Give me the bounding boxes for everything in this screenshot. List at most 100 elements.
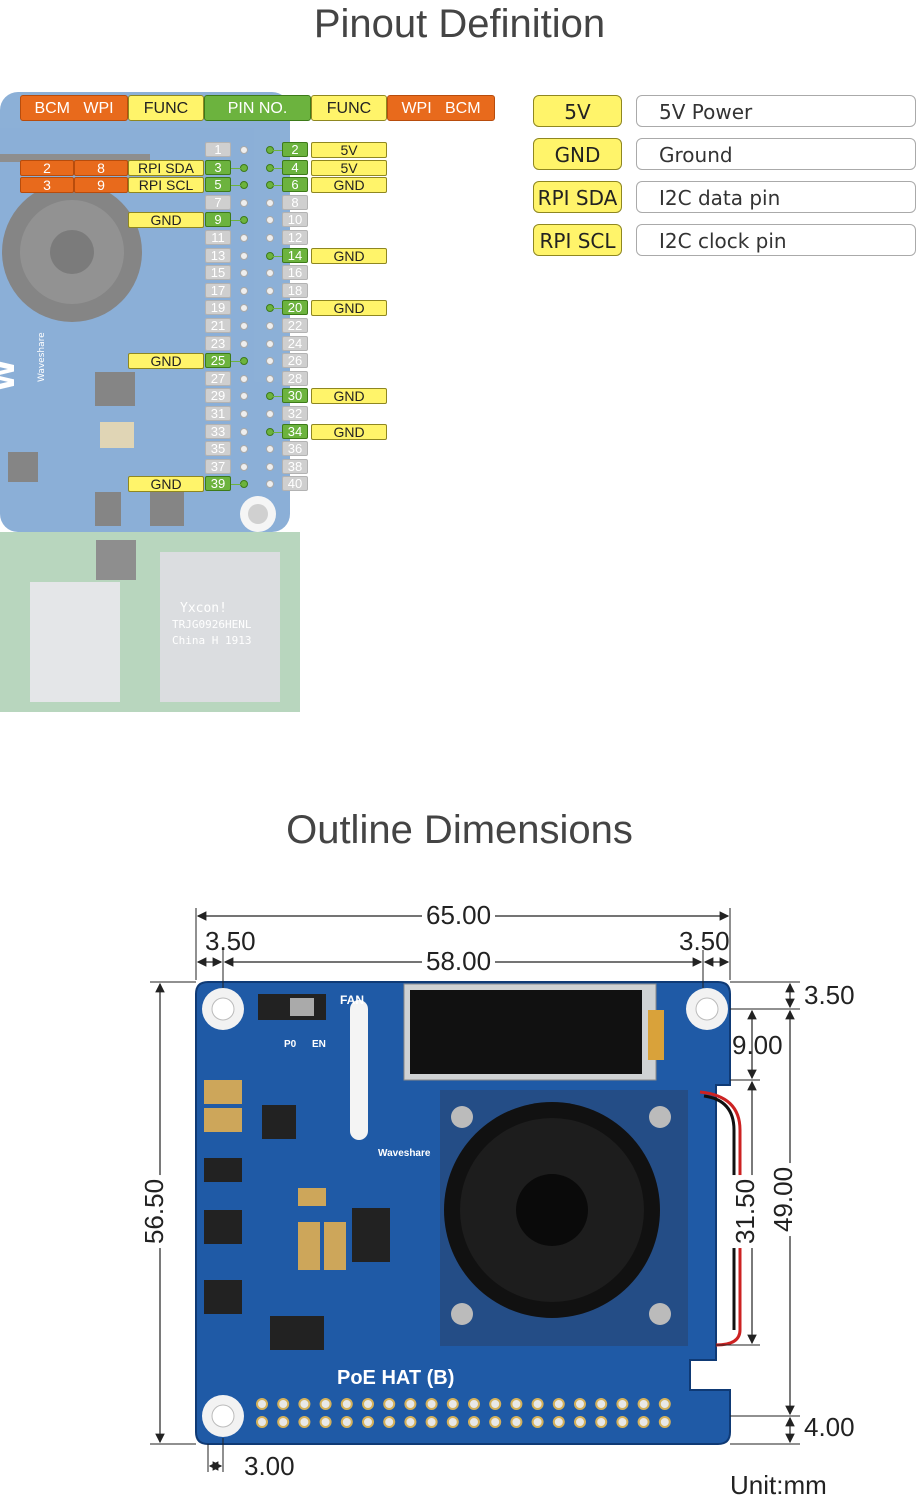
pin-35: 35 [205,441,231,456]
header-right-bcm: BCM [445,100,481,117]
func-pin-14: GND [311,248,387,264]
legend-key-sda: RPI SDA [533,181,622,213]
pin-17-pad [240,287,248,295]
pin-29: 29 [205,388,231,403]
func-pin-9: GND [128,212,204,228]
func-pin-4: 5V [311,160,387,176]
pin-29-pad [240,392,248,400]
pin-30: 30 [282,388,308,403]
board-name: PoE HAT (B) [337,1367,454,1389]
header-hole [319,1398,332,1410]
svg-text:W: W [0,359,22,392]
pin-16-pad [266,269,274,277]
pin-8-pad [266,199,274,207]
header-hole [658,1398,671,1410]
pin-12-pad [266,234,274,242]
silk-fan: FAN [340,993,364,1007]
outline-title: Outline Dimensions [286,808,633,852]
dim-width-holes: 58.00 [422,946,496,977]
bcm-pin-3: 2 [20,160,74,176]
legend-key-scl: RPI SCL [533,224,622,256]
pin-1: 1 [205,142,231,157]
header-hole [658,1416,671,1428]
pin-11: 11 [205,230,231,245]
gpio-header [256,1398,671,1428]
func-pin-5: RPI SCL [128,177,204,193]
pin-6-lead [273,185,283,186]
pin-34-lead [273,432,283,433]
header-left-func: FUNC [128,95,204,121]
header-hole [616,1398,629,1410]
header-hole [404,1398,417,1410]
pin-15: 15 [205,265,231,280]
pin-20-lead [273,308,283,309]
header-hole [319,1416,332,1428]
header-hole [552,1398,565,1410]
header-hole [383,1416,396,1428]
header-hole [446,1398,459,1410]
pin-26-pad [266,357,274,365]
header-hole [637,1416,650,1428]
pin-6: 6 [282,177,308,192]
pin-40: 40 [282,476,308,491]
pin-11-pad [240,234,248,242]
pin-31: 31 [205,406,231,421]
pin-14-lead [273,256,283,257]
pin-36-pad [266,445,274,453]
pin-32-pad [266,410,274,418]
legend-desc-sda: I2C data pin [636,181,916,213]
pin-33-pad [240,428,248,436]
pin-37: 37 [205,459,231,474]
header-hole [489,1398,502,1410]
header-hole [277,1416,290,1428]
dim-top-offset: 3.50 [800,980,859,1011]
pin-27: 27 [205,371,231,386]
pin-24: 24 [282,336,308,351]
pin-1-pad [240,146,248,154]
header-hole [298,1416,311,1428]
header-hole [340,1398,353,1410]
header-hole [277,1398,290,1410]
pin-35-pad [240,445,248,453]
pin-36: 36 [282,441,308,456]
header-hole [425,1416,438,1428]
pin-37-pad [240,463,248,471]
pin-9: 9 [205,212,231,227]
legend-desc-gnd: Ground [636,138,916,170]
header-hole [404,1416,417,1428]
header-hole [362,1416,374,1428]
pin-23-pad [240,340,248,348]
header-left-bcm: BCM [34,100,70,117]
pin-5: 5 [205,177,231,192]
func-pin-20: GND [311,300,387,316]
header-hole [595,1416,608,1428]
silk-p0: P0 [284,1039,297,1050]
pin-13-pad [240,252,248,260]
pin-28: 28 [282,371,308,386]
header-hole [510,1416,523,1428]
pin-33: 33 [205,424,231,439]
pin-26: 26 [282,353,308,368]
pin-24-pad [266,340,274,348]
header-hole [340,1416,353,1428]
header-right-func: FUNC [311,95,387,121]
header-left-bcm-wpi: BCM WPI [20,95,128,121]
pin-16: 16 [282,265,308,280]
pin-38-pad [266,463,274,471]
header-hole [510,1398,523,1410]
header-hole [531,1416,544,1428]
func-pin-34: GND [311,424,387,440]
dim-left-offset: 3.50 [205,926,256,956]
pin-31-pad [240,410,248,418]
func-pin-25: GND [128,353,204,369]
pin-7: 7 [205,195,231,210]
pin-28-pad [266,375,274,383]
pin-17: 17 [205,283,231,298]
pin-8: 8 [282,195,308,210]
board-brand-photo: Waveshare [37,332,47,382]
pin-7-pad [240,199,248,207]
pin-3: 3 [205,160,231,175]
pin-30-lead [273,396,283,397]
pin-3-lead [231,168,241,169]
